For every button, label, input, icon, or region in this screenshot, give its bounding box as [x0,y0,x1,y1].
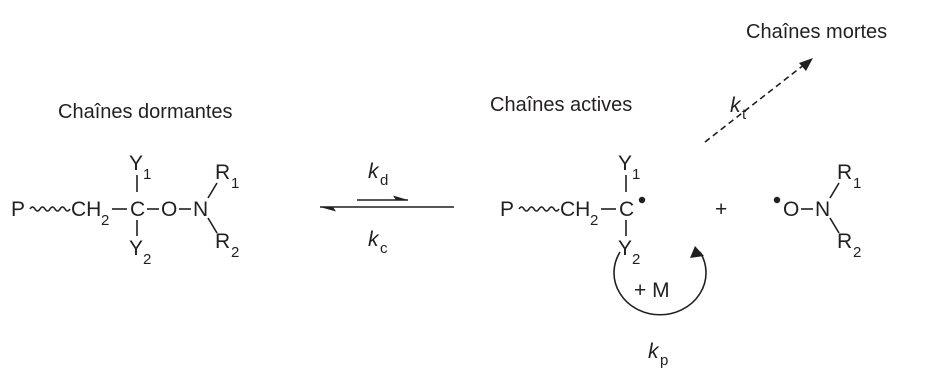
kd-k: k [368,160,380,183]
dormant-ch-text: CH [71,198,101,221]
reverse-half-arrowhead [320,207,336,212]
dormant-polymer-p: P [11,198,25,221]
dormant-y2-subscript: 2 [143,251,151,268]
active-chains-label: Chaînes actives [490,94,632,116]
kp-k: k [648,340,660,363]
active-carbon-radical-dot [638,196,646,204]
propagation-arrowhead [690,246,704,258]
termination-dashed-arrow [704,63,806,143]
nitroxide-nitrogen: N [815,198,830,221]
kt-k: k [730,94,742,117]
nitroxide-r1-text: R [837,161,852,184]
active-ch-text: CH [560,198,590,221]
kc-subscript: c [380,240,388,257]
nitroxide-radical-dot [773,196,781,204]
active-wavy-bond [518,206,560,212]
active-chain-structure: P CH 2 C Y 1 Y 2 [500,152,646,268]
nitroxide-oxygen: O [783,198,799,221]
nitroxide-bond-n-r2 [829,217,840,234]
dormant-r2-subscript: 2 [231,244,239,261]
active-carbon: C [619,198,634,221]
dormant-y1-text: Y [129,152,143,175]
monomer-addition-label: + M [634,279,670,302]
equilibrium-arrows [320,195,454,212]
termination-arrowhead [799,58,813,71]
dormant-chain-structure: P CH 2 C Y 1 Y 2 O N R 1 R 2 [11,152,239,268]
nitroxide-r1-subscript: 1 [853,175,861,192]
nitroxide-bond-n-r1 [829,182,840,199]
nitroxide-r2-text: R [837,230,852,253]
dormant-carbon: C [130,198,145,221]
dormant-chains-label: Chaînes dormantes [58,101,233,123]
dormant-oxygen: O [161,198,177,221]
forward-half-arrowhead [393,195,408,200]
kp-subscript: p [660,352,668,369]
active-y1-text: Y [618,152,632,175]
dormant-wavy-bond [29,206,71,212]
active-y1-subscript: 1 [632,166,640,183]
dormant-r1-subscript: 1 [231,175,239,192]
nitroxide-structure: O N R 1 R 2 [773,161,861,261]
active-y2-subscript: 2 [632,251,640,268]
dormant-r1-text: R [215,161,230,184]
dead-chains-label: Chaînes mortes [746,21,887,43]
dormant-y1-subscript: 1 [143,166,151,183]
kd-subscript: d [380,172,388,189]
active-polymer-p: P [500,198,514,221]
active-y2-text: Y [618,237,632,260]
dormant-ch-subscript: 2 [101,212,109,229]
dormant-y2-text: Y [129,237,143,260]
dormant-nitrogen: N [193,198,208,221]
dormant-bond-n-r1 [207,182,218,199]
propagation-loop-arrow [613,251,707,316]
dormant-r2-text: R [215,230,230,253]
kt-subscript: t [742,106,747,123]
active-ch-subscript: 2 [590,212,598,229]
kc-k: k [368,228,380,251]
dormant-bond-n-r2 [207,217,218,234]
plus-sign: + [715,198,727,221]
nitroxide-r2-subscript: 2 [853,244,861,261]
